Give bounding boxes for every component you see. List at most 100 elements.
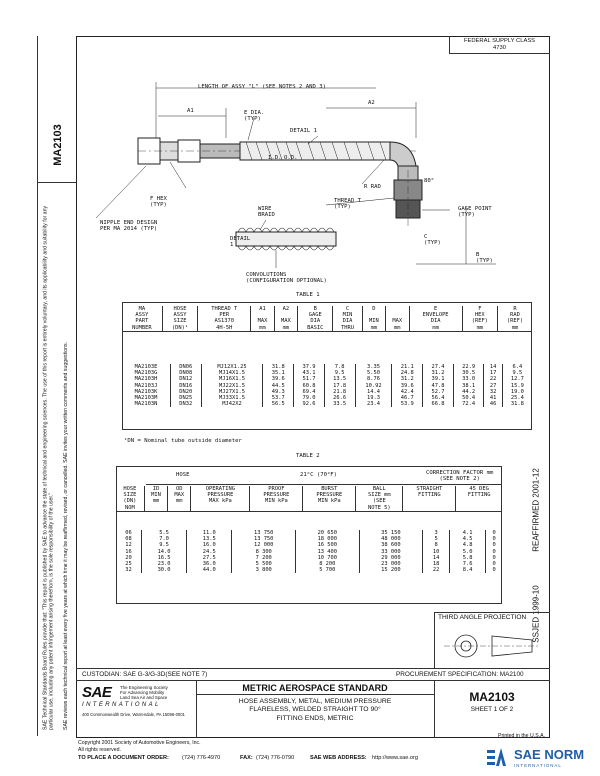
detail-1-label: DETAIL 1 <box>290 128 317 134</box>
standard-description: HOSE ASSEMBLY, METAL, MEDIUM PRESSURE FL… <box>238 698 392 722</box>
table2-cell: 7 200 <box>231 554 296 562</box>
table1-cell: 53.9 <box>391 401 423 408</box>
t1-h8: MAX mm <box>385 306 409 332</box>
r-rad-label: R RAD <box>364 184 381 190</box>
table1-cell: 44.2 <box>452 388 484 396</box>
table1-cell: 56.5 <box>262 401 294 408</box>
table1-cell: 50.4 <box>452 395 484 402</box>
table1-cell: 49.3 <box>262 388 294 396</box>
table2-cell: 18 <box>422 561 450 568</box>
fsc-box <box>449 36 550 54</box>
table1-cell: MA2103H <box>134 376 158 383</box>
title-block-vrule-2 <box>434 680 435 738</box>
title-block <box>76 668 550 738</box>
document-number: MA2103 <box>469 690 515 704</box>
gage-point-label: GAGE POINT (TYP) <box>458 206 492 219</box>
table1-cell: DN20 <box>169 388 202 396</box>
table2-cell: 12 000 <box>231 542 296 549</box>
table1-footnote: ¹DN = Nominal tube outside diameter <box>124 438 242 444</box>
table2-cell: 23 000 <box>358 561 423 568</box>
table1-cell: 17.8 <box>323 382 355 389</box>
table2-cell: 0 <box>485 567 502 574</box>
table2-cell: 3 <box>422 530 450 537</box>
table1-cell: 37.9 <box>293 364 325 371</box>
table1-cell: 26.6 <box>323 395 355 402</box>
table1-cell: MJ22X1.5 <box>200 382 263 389</box>
table1-cell: 6.4 <box>501 364 532 371</box>
table2-cell: 25 <box>125 561 132 568</box>
table2-cell: 29 000 <box>358 554 423 562</box>
table1-cell: 8.76 <box>354 376 392 383</box>
table1: MA ASSY PART NUMBER HOSE ASSY SIZE (DN)¹… <box>122 306 532 332</box>
table1-cell: 22 <box>483 376 503 383</box>
table1-cell: 15.9 <box>501 382 532 389</box>
table1-cell: 43.1 <box>293 370 325 377</box>
table1-cell: MJ16X1.5 <box>200 376 263 383</box>
t2-h6: BALL SIZE mm (SEE NOTE 5) <box>355 486 403 512</box>
sae-tagline: The Engineering Society For Advancing Mo… <box>120 685 168 700</box>
t1-h5: B GAGE DIA BASIC <box>297 306 333 332</box>
table2-cell: 11.0 <box>186 530 232 537</box>
table2-cell: 8 <box>422 542 450 549</box>
table1-cell: 27 <box>483 382 503 389</box>
table1-cell: 72.4 <box>452 401 484 408</box>
length-label: LENGTH OF ASSY "L" (SEE NOTES 2 AND 3) <box>198 84 326 90</box>
table2-cell: 27.5 <box>186 554 232 562</box>
table1-cell: 32 <box>483 388 503 396</box>
table2-cell: 5.0 <box>449 548 486 555</box>
t1-h2: THREAD T PER AS1370 4H-5H <box>197 306 251 332</box>
table2-cell: 5 700 <box>295 567 360 574</box>
table1-cell: 53.7 <box>262 395 294 402</box>
sae-norm-logo: SAE NORM INTERNATIONAL <box>486 744 598 774</box>
table2-cell: 12 <box>125 542 132 549</box>
fax-number: (724) 776-0790 <box>256 755 295 761</box>
table1-cell: 41 <box>483 395 503 402</box>
table1-cell: MA2103N <box>134 401 158 408</box>
t1-h6: C MIN DIA THRU <box>332 306 363 332</box>
projection-box <box>434 612 550 668</box>
table2-cell: 38 600 <box>358 542 423 549</box>
table1-cell: 7.8 <box>323 364 355 371</box>
wire-braid-label: WIRE BRAID <box>258 206 275 219</box>
t2-h2: OD MAX mm <box>167 486 191 512</box>
table1-cell: 24.8 <box>391 370 423 377</box>
table2-cell: 0 <box>485 548 502 555</box>
t1-h11: R RAD (REF) mm <box>496 306 532 332</box>
table2-cell: 0 <box>485 554 502 562</box>
table2-cell: 36.0 <box>186 561 232 568</box>
table1-cell: DN16 <box>169 382 202 389</box>
table2-cell: 5 <box>422 536 450 543</box>
table2-cell: 24.5 <box>186 548 232 555</box>
web-address: http://www.sae.org <box>372 755 419 761</box>
table1-title: TABLE 1 <box>296 292 320 298</box>
fsc-text: FEDERAL SUPPLY CLASS 4730 <box>463 38 536 51</box>
b-typ-label: B (TYP) <box>476 252 493 265</box>
table1-cell: 51.7 <box>293 376 325 383</box>
table1-cell: 92.6 <box>293 401 325 408</box>
table2-cell: 9.5 <box>140 542 187 549</box>
table1-cell: 14.4 <box>354 388 392 396</box>
table1-cell: 30.5 <box>452 370 484 377</box>
t1-h10: F HEX (REF) mm <box>461 306 498 332</box>
table2-cell: 8 300 <box>231 548 296 555</box>
table2-cell: 4.1 <box>449 530 486 537</box>
table1-cell: 31.8 <box>262 364 294 371</box>
table1-cell: 25.4 <box>501 395 532 402</box>
c-typ-label: C (TYP) <box>424 234 441 247</box>
table1-cell: DN32 <box>169 401 202 408</box>
a2-label: A2 <box>368 100 375 106</box>
table2-cell: 13 400 <box>295 548 360 555</box>
title-block-vrule-1 <box>196 680 197 738</box>
table2-cell: 8 200 <box>295 561 360 568</box>
table2-cell: 14.0 <box>140 548 187 555</box>
table2-cell: 48 000 <box>358 536 423 543</box>
table1-cell: MJ27X1.5 <box>200 388 263 396</box>
table1-cell: 44.5 <box>262 382 294 389</box>
